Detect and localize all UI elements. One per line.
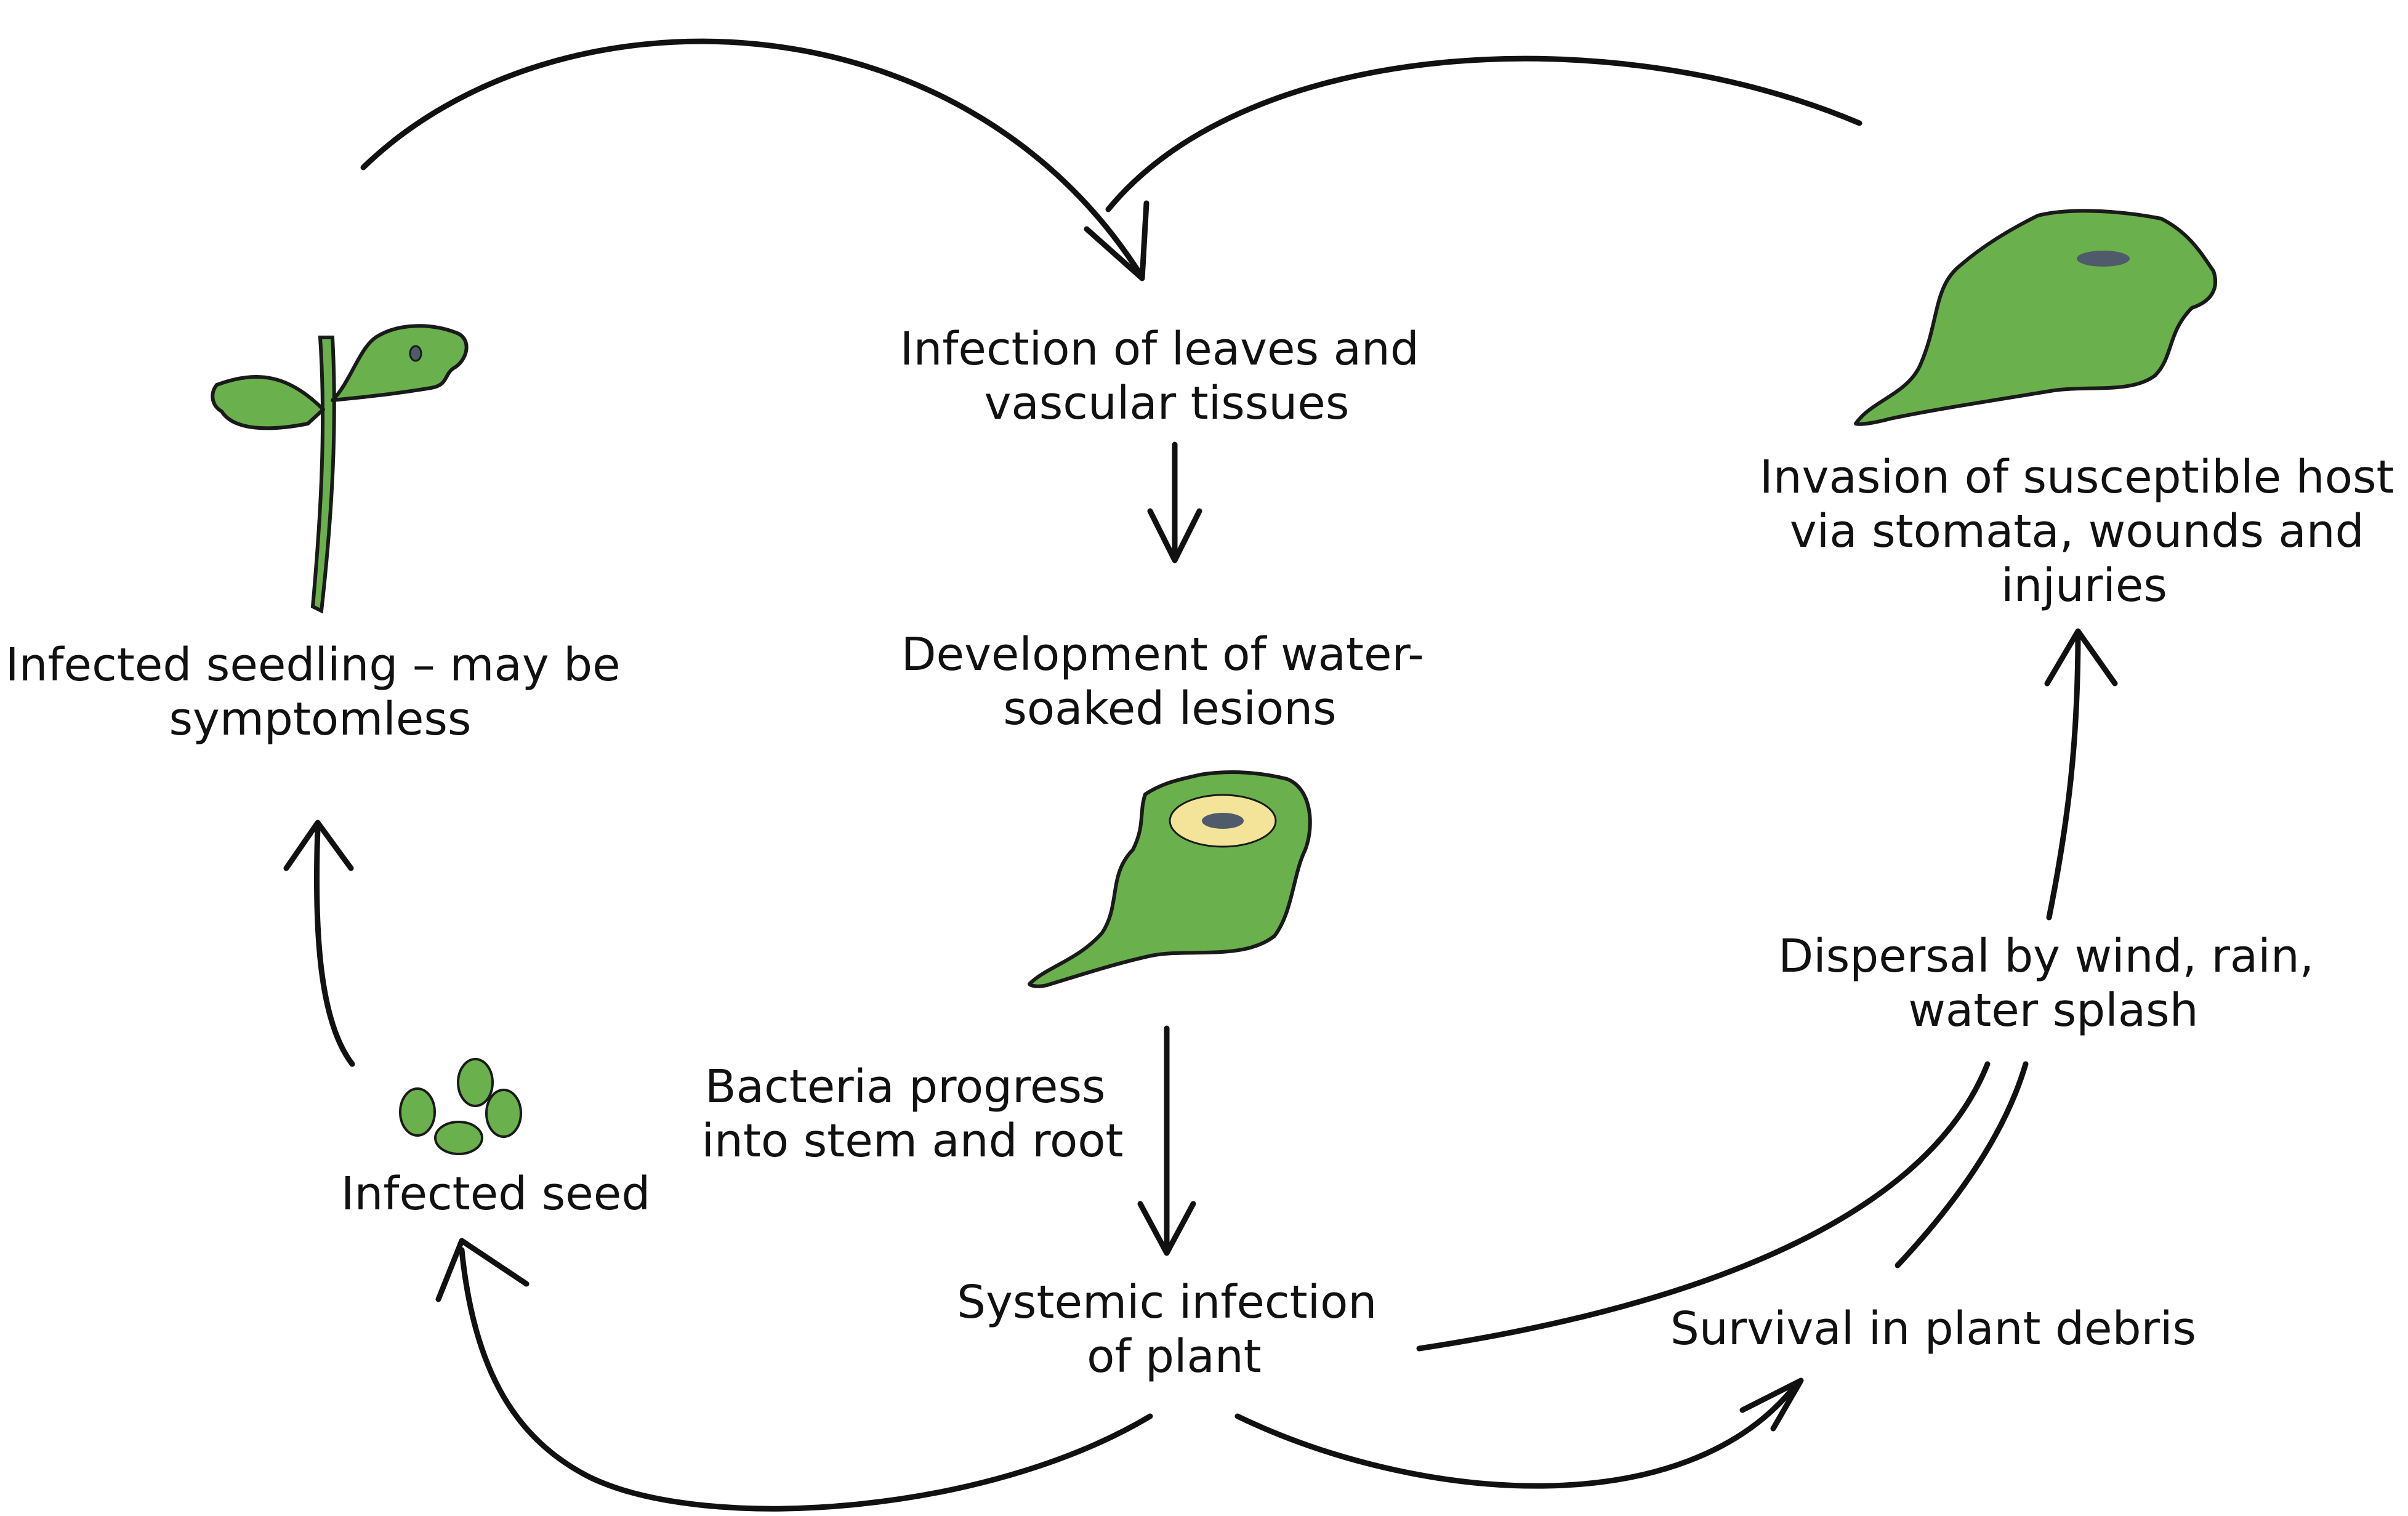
- seed-3: [485, 1089, 522, 1138]
- invasion-lesion: [2077, 251, 2130, 267]
- label-bacteria-progress: Bacteria progress into stem and root: [701, 1060, 1123, 1167]
- lesion-spot: [1202, 813, 1244, 829]
- arc-seedling-to-infection: [360, 38, 1145, 280]
- arc-systemic-to-debris: [1234, 1379, 1801, 1489]
- water-soaked-leaf-illustration: [1028, 770, 1312, 988]
- seedling-illustration: [211, 324, 469, 614]
- arc-debris-to-dispersal: [1895, 1061, 2029, 1268]
- arrow-dispersal-to-invasion: [2046, 631, 2081, 921]
- label-water-soaked: Development of water- soaked lesions: [901, 628, 1439, 735]
- arc-seedling-to-infection-head: [1084, 200, 1150, 281]
- label-infection-leaves: Infection of leaves and vascular tissues: [900, 323, 1434, 430]
- label-systemic: Systemic infection of plant: [957, 1276, 1391, 1383]
- label-dispersal: Dispersal by wind, rain, water splash: [1778, 930, 2329, 1037]
- seed-1: [399, 1087, 436, 1137]
- invasion-leaf-illustration: [1854, 209, 2218, 426]
- cycle-arrows: [283, 38, 2118, 1512]
- label-invasion: Invasion of susceptible host via stomata…: [1760, 451, 2408, 612]
- arrow-progress-to-systemic-head: [1137, 1201, 1196, 1256]
- seedling-stem: [310, 336, 336, 614]
- seed-2: [457, 1058, 494, 1107]
- arrow-seed-to-seedling-head: [283, 820, 354, 871]
- label-survival: Survival in plant debris: [1670, 1302, 2196, 1355]
- arc-systemic-to-dispersal: [1416, 1061, 1991, 1352]
- seedling-left-leaf: [211, 375, 325, 430]
- arc-systemic-to-debris-head: [1739, 1377, 1804, 1432]
- seedling-lesion: [409, 345, 422, 362]
- center-leaf: [1028, 770, 1312, 988]
- infected-seed-illustration: [399, 1058, 522, 1155]
- arc-invasion-to-infection: [1105, 55, 1862, 212]
- arrow-seed-to-seedling: [313, 825, 355, 1067]
- label-seedling: Infected seedling – may be symptomless: [6, 639, 635, 746]
- invasion-leaf: [1854, 209, 2218, 426]
- arc-systemic-to-seed: [459, 1247, 1153, 1512]
- seed-4: [434, 1121, 483, 1155]
- arrow-dispersal-to-invasion-head: [2044, 628, 2118, 687]
- arrow-infection-to-lesions-head: [1147, 508, 1202, 563]
- seedling-right-leaf: [331, 324, 469, 402]
- label-seed: Infected seed: [341, 1167, 651, 1220]
- arc-systemic-to-seed-head: [435, 1238, 530, 1302]
